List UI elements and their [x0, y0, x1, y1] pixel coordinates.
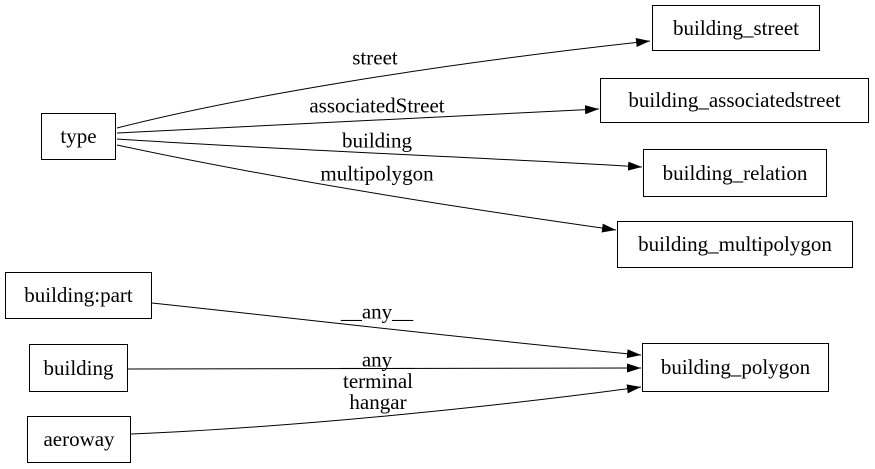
node-building-associatedstreet: building_associatedstreet	[600, 78, 869, 123]
edge-label-terminal-hangar: terminal hangar	[343, 369, 413, 414]
edge-buildingpart-building_polygon	[151, 302, 642, 359]
node-aeroway: aeroway	[27, 416, 131, 463]
node-building-relation: building_relation	[643, 149, 827, 197]
node-building-multipolygon-label: building_multipolygon	[638, 232, 832, 256]
node-type: type	[41, 113, 116, 160]
node-building-relation-label: building_relation	[662, 160, 808, 185]
edge-label-multipolygon: multipolygon	[320, 161, 434, 186]
node-building-multipolygon: building_multipolygon	[617, 221, 853, 268]
edge-label-any-buildingpart: __any__	[340, 299, 414, 324]
node-building-street: building_street	[652, 5, 820, 51]
node-building-polygon-label: building_polygon	[660, 355, 811, 379]
node-building-part-label: building:part	[24, 283, 133, 307]
edge-label-street: street	[352, 45, 398, 70]
edge-type-building_associatedstreet	[116, 105, 600, 134]
edge-building-building_polygon	[127, 363, 642, 373]
edge-label-associatedstreet: associatedStreet	[309, 93, 445, 118]
node-aeroway-label: aeroway	[43, 427, 115, 451]
edge-label-building: building	[341, 128, 413, 153]
node-building: building	[29, 344, 128, 392]
node-building-label: building	[43, 355, 114, 380]
edge-label-any-building: __any__	[340, 347, 414, 372]
node-building-associatedstreet-label: building_associatedstreet	[628, 88, 841, 112]
edge-aeroway-building_polygon	[130, 384, 642, 435]
node-type-label: type	[60, 124, 97, 148]
node-building-part: building:part	[5, 272, 152, 319]
node-building-polygon: building_polygon	[642, 343, 829, 392]
edge-type-building_relation	[116, 138, 643, 171]
edge-type-building_multipolygon	[116, 144, 617, 233]
node-building-street-label: building_street	[673, 15, 799, 40]
edge-type-building_street	[116, 38, 651, 129]
